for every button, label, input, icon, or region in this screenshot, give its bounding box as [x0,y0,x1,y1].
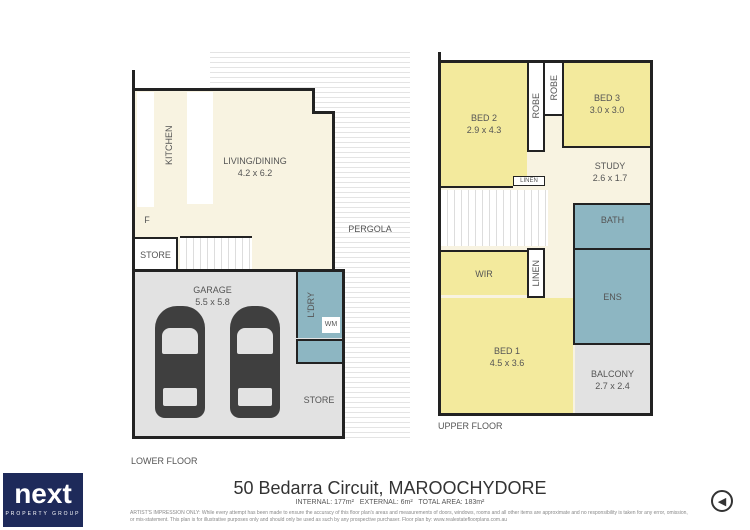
room-size: 3.0 x 3.0 [589,105,625,115]
room-name: BED 2 [470,113,497,123]
wall [132,70,135,438]
robe-1: ROBE [527,62,545,152]
logo-tagline: PROPERTY GROUP [5,511,81,517]
walk-in-robe: WIR [441,250,527,295]
stairs [441,190,548,246]
car-icon [230,306,280,418]
store-room: STORE [135,237,178,270]
room-name: ROBE [548,75,559,101]
room-name: BALCONY [590,369,634,379]
wc [296,339,342,364]
wall [312,111,334,114]
upper-floor-label: UPPER FLOOR [438,421,503,431]
wall [132,88,313,91]
ensuite: ENS [573,248,650,345]
wall [132,269,344,272]
compass-icon: ◀ [711,490,733,512]
living-dining: LIVING/DINING 4.2 x 6.2 [200,152,310,182]
store-room-2: STORE [303,395,335,405]
pergola-label: PERGOLA [348,224,392,234]
kitchen-bench [137,92,154,207]
linen-cupboard-2: LINEN [527,248,545,298]
room-size: 2.9 x 4.3 [466,125,502,135]
bed-2: BED 2 2.9 x 4.3 [441,62,527,186]
room-name: ENS [603,291,622,302]
wall [441,186,513,188]
room-name: LIVING/DINING [223,156,287,166]
room-name: BED 3 [593,93,620,103]
room-name: L'DRY [306,291,316,318]
wall [332,111,335,271]
room-size: 2.6 x 1.7 [592,173,628,183]
wall [438,52,441,416]
fridge-label: F [144,215,150,225]
wall [438,60,653,63]
kitchen-label: KITCHEN [164,125,174,165]
logo: next PROPERTY GROUP [3,473,83,527]
stairs [180,236,252,270]
logo-brand: next [14,478,72,509]
room-size: 4.2 x 6.2 [237,168,273,178]
room-name: GARAGE [193,285,232,295]
study: STUDY 2.6 x 1.7 [575,158,645,186]
wall [132,436,345,439]
room-name: ROBE [531,93,541,119]
garage: GARAGE 5.5 x 5.8 [175,283,250,309]
room-name: BED 1 [493,345,520,356]
bed-3: BED 3 3.0 x 3.0 [562,62,650,148]
disclaimer: ARTIST'S IMPRESSION ONLY: While every at… [130,510,688,523]
balcony: BALCONY 2.7 x 2.4 [575,345,650,415]
wall [312,88,315,113]
property-address: 50 Bedarra Circuit, MAROOCHYDORE [233,478,547,498]
room-size: 4.5 x 3.6 [489,357,525,368]
room-name: LINEN [531,259,541,287]
area-summary: INTERNAL: 177m² EXTERNAL: 6m² TOTAL AREA… [295,499,485,506]
wall [650,60,653,416]
wall [438,413,653,416]
room-size: 2.7 x 2.4 [595,381,630,391]
wall [342,269,345,438]
kitchen-island [187,92,213,204]
car-icon [155,306,205,418]
room-name: BATH [600,214,625,225]
robe-2: ROBE [545,62,562,116]
lower-floor-label: LOWER FLOOR [131,456,198,466]
bathroom: BATH [573,203,650,248]
room-size: 5.5 x 5.8 [195,297,230,307]
linen-cupboard-1: LINEN [513,176,545,186]
washing-machine: WM [322,317,340,333]
room-name: STUDY [594,161,626,171]
